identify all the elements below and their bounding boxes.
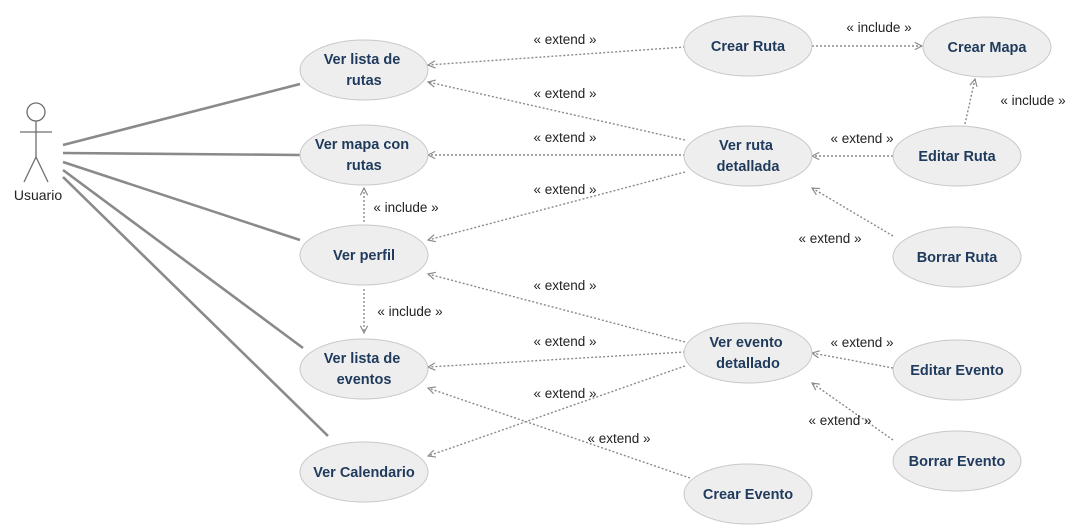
use-case-crear-ruta[interactable]: Crear Ruta xyxy=(683,15,813,77)
associations xyxy=(62,82,329,437)
extend-label: « extend » xyxy=(798,231,861,246)
dep-evento-detallado-extends-perfil xyxy=(428,274,686,343)
uc-label-line: Ver lista de xyxy=(324,351,401,367)
uc-label-line: Ver mapa con xyxy=(315,137,409,153)
uc-label-line: Borrar Ruta xyxy=(917,250,999,266)
dep-editar-evento-extends-evento-detallado xyxy=(812,353,894,369)
svg-text:Ver lista de eventos: Ver lista de eventos xyxy=(324,351,405,388)
assoc-ver-calendario xyxy=(62,176,329,437)
use-case-ver-evento-detallado[interactable]: Ver evento detallado xyxy=(683,322,813,384)
use-case-ver-lista-eventos[interactable]: Ver lista de eventos xyxy=(299,338,429,400)
svg-text:Ver perfil: Ver perfil xyxy=(333,248,395,264)
uc-label-line: Ver evento xyxy=(709,335,782,351)
extend-label: « extend » xyxy=(587,431,650,446)
extend-label: « extend » xyxy=(533,334,596,349)
uc-label-line: Ver Calendario xyxy=(313,465,415,481)
uc-label-line: Ver perfil xyxy=(333,248,395,264)
use-case-ver-calendario[interactable]: Ver Calendario xyxy=(299,441,429,503)
svg-text:Borrar Ruta: Borrar Ruta xyxy=(917,250,999,266)
actor-head xyxy=(26,102,46,122)
extend-label: « extend » xyxy=(830,335,893,350)
svg-text:Crear Mapa: Crear Mapa xyxy=(948,40,1028,56)
uc-label-line: Crear Evento xyxy=(703,487,793,503)
dep-borrar-evento-extends-evento-detallado xyxy=(812,383,894,441)
use-case-borrar-evento[interactable]: Borrar Evento xyxy=(892,430,1022,492)
actor-name: Usuario xyxy=(14,187,62,203)
uc-label-line: rutas xyxy=(346,73,381,89)
dep-crear-ruta-extends-lista-rutas xyxy=(428,46,686,65)
assoc-ver-mapa xyxy=(62,151,301,157)
assoc-ver-perfil xyxy=(62,160,301,242)
dep-editar-ruta-includes-crear-mapa xyxy=(964,79,975,125)
relationship-labels: « extend » « include » « extend » « incl… xyxy=(373,20,1065,446)
extend-label: « extend » xyxy=(533,182,596,197)
use-case-editar-evento[interactable]: Editar Evento xyxy=(892,339,1022,401)
svg-text:Ver ruta detallada: Ver ruta detallada xyxy=(717,138,781,175)
uc-label-line: Borrar Evento xyxy=(909,454,1006,470)
assoc-ver-lista-eventos xyxy=(62,168,304,350)
uc-label-line: Ver ruta xyxy=(719,138,774,154)
extend-label: « extend » xyxy=(533,130,596,145)
uc-label-line: detallada xyxy=(717,159,781,175)
extend-label: « extend » xyxy=(533,86,596,101)
uc-label-line: Ver lista de xyxy=(324,52,401,68)
extend-label: « extend » xyxy=(533,386,596,401)
svg-text:Ver mapa con rutas: Ver mapa con rutas xyxy=(315,137,413,174)
extend-label: « extend » xyxy=(533,32,596,47)
dep-crear-evento-extends-lista-eventos xyxy=(428,388,691,479)
use-case-ver-mapa[interactable]: Ver mapa con rutas xyxy=(299,124,429,186)
uc-label-line: detallado xyxy=(716,356,780,372)
use-case-ver-perfil[interactable]: Ver perfil xyxy=(299,224,429,286)
dep-borrar-ruta-extends-ruta-detallada xyxy=(812,188,894,237)
include-label: « include » xyxy=(373,200,438,215)
svg-text:Borrar Evento: Borrar Evento xyxy=(909,454,1006,470)
svg-text:Ver lista de rutas: Ver lista de rutas xyxy=(324,52,405,89)
use-case-ver-lista-rutas[interactable]: Ver lista de rutas xyxy=(299,39,429,101)
dep-evento-detallado-extends-calendario xyxy=(428,365,686,456)
include-label: « include » xyxy=(846,20,911,35)
dep-evento-detallado-extends-lista-eventos xyxy=(428,351,686,367)
actor-right-leg xyxy=(35,156,49,183)
svg-text:Ver evento detallado: Ver evento detallado xyxy=(709,335,786,372)
uc-label-line: rutas xyxy=(346,158,381,174)
dependencies xyxy=(364,46,975,479)
use-case-crear-evento[interactable]: Crear Evento xyxy=(683,463,813,525)
use-case-ver-ruta-detallada[interactable]: Ver ruta detallada xyxy=(683,125,813,187)
use-case-editar-ruta[interactable]: Editar Ruta xyxy=(892,125,1022,187)
svg-text:Editar Evento: Editar Evento xyxy=(910,363,1004,379)
actor-usuario[interactable] xyxy=(20,102,52,183)
uc-label-line: eventos xyxy=(337,372,392,388)
assoc-ver-lista-rutas xyxy=(62,82,301,147)
use-case-borrar-ruta[interactable]: Borrar Ruta xyxy=(892,226,1022,288)
uc-label-line: Crear Ruta xyxy=(711,39,786,55)
actor-left-leg xyxy=(23,156,37,183)
extend-label: « extend » xyxy=(830,131,893,146)
dep-ruta-detallada-extends-perfil xyxy=(428,171,686,240)
svg-text:Crear Ruta: Crear Ruta xyxy=(711,39,786,55)
svg-text:Ver Calendario: Ver Calendario xyxy=(313,465,415,481)
svg-text:Editar Ruta: Editar Ruta xyxy=(918,149,996,165)
uc-label-line: Crear Mapa xyxy=(948,40,1028,56)
extend-label: « extend » xyxy=(533,278,596,293)
use-case-crear-mapa[interactable]: Crear Mapa xyxy=(922,16,1052,78)
include-label: « include » xyxy=(1000,93,1065,108)
uc-label-line: Editar Evento xyxy=(910,363,1004,379)
include-label: « include » xyxy=(377,304,442,319)
svg-text:Crear Evento: Crear Evento xyxy=(703,487,793,503)
extend-label: « extend » xyxy=(808,413,871,428)
uc-label-line: Editar Ruta xyxy=(918,149,996,165)
